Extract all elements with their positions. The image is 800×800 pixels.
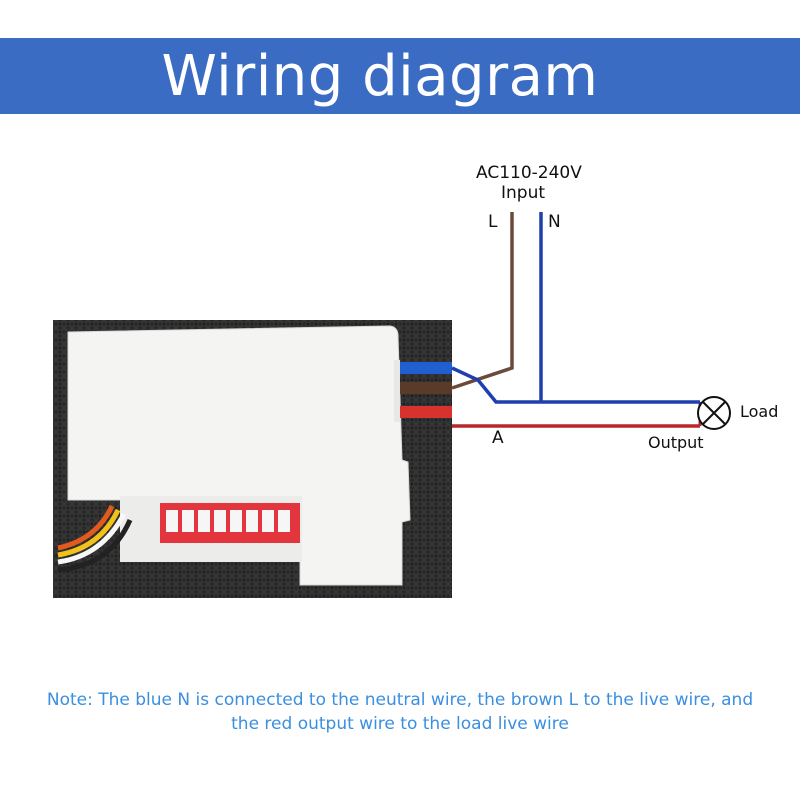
note-line-2: the red output wire to the load live wir… [231, 714, 569, 734]
note-text: Note: The blue N is connected to the neu… [0, 688, 800, 736]
output-terminal-label: A [492, 428, 504, 448]
live-terminal-label: L [488, 212, 498, 232]
neutral-terminal-label: N [548, 212, 561, 232]
output-label: Output [648, 433, 704, 452]
page-title: Wiring diagram [161, 43, 599, 109]
lamp-load-icon [697, 396, 731, 430]
input-label: Input [501, 183, 546, 203]
title-banner: Wiring diagram [0, 38, 800, 114]
input-voltage-label: AC110-240V [476, 163, 582, 183]
module-photo-icon [53, 320, 452, 598]
neutral-wire [451, 212, 700, 404]
live-wire [451, 212, 514, 390]
load-label: Load [740, 402, 779, 421]
note-line-1: Note: The blue N is connected to the neu… [46, 690, 754, 710]
